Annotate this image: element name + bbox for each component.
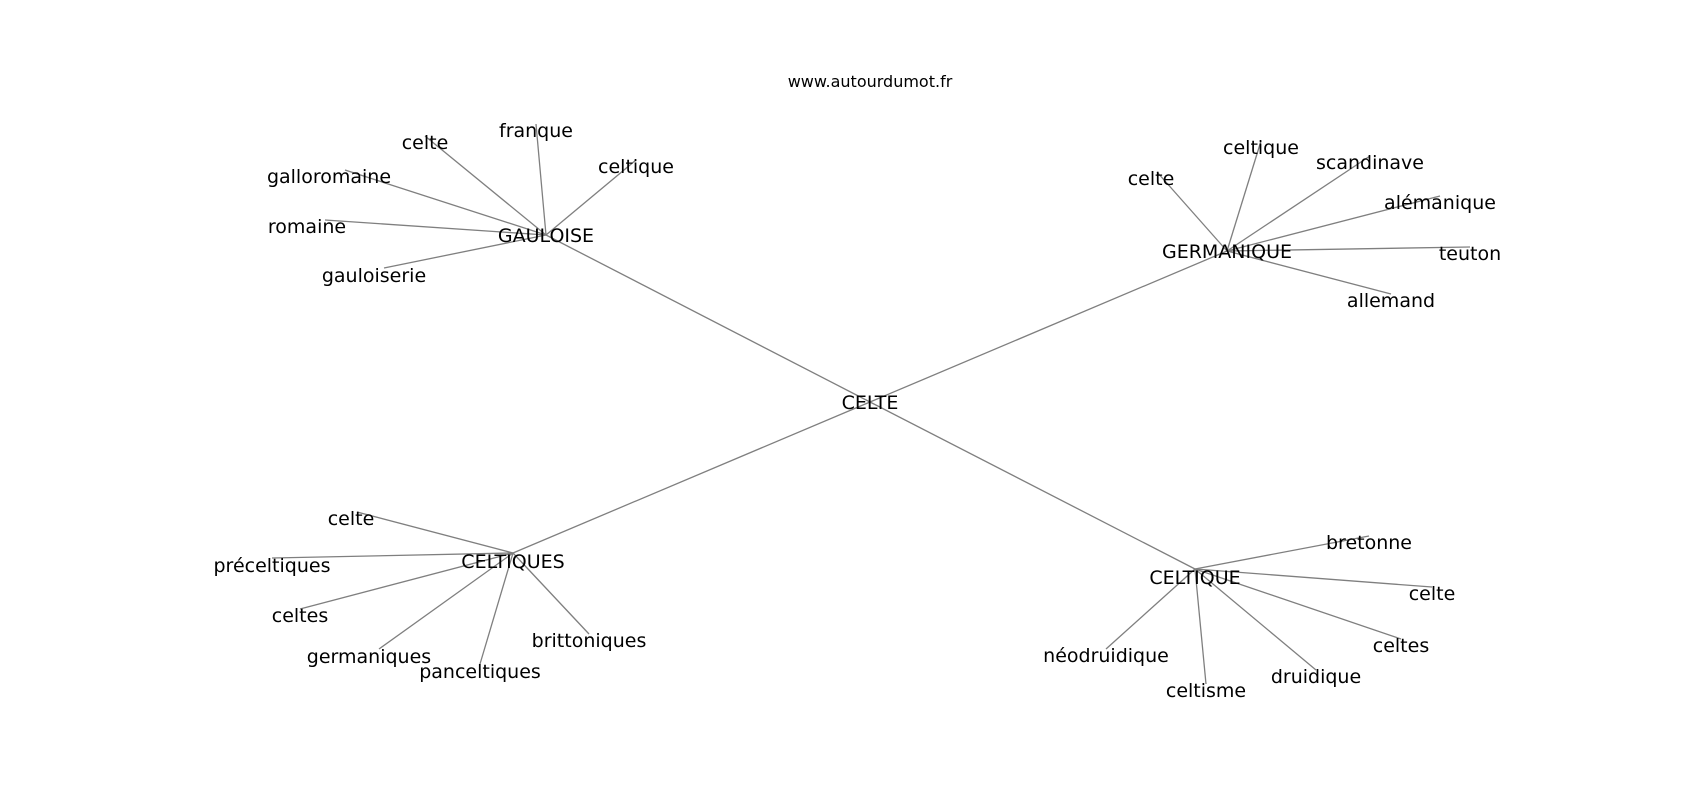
leaf-node: bretonne: [1326, 532, 1412, 554]
leaf-node: néodruidique: [1043, 645, 1169, 667]
leaf-node: gauloiserie: [322, 265, 426, 287]
edge-hub-to-leaf: [1194, 568, 1207, 685]
edge-hub-to-leaf: [1194, 568, 1433, 588]
hub-node: CELTIQUE: [1149, 567, 1240, 589]
edge-center-to-hub: [869, 401, 1196, 570]
leaf-node: franque: [499, 120, 573, 142]
edge-hub-to-leaf: [271, 552, 514, 559]
edge-hub-to-leaf: [1194, 568, 1402, 640]
edge-hub-to-leaf: [1226, 246, 1471, 252]
edge-center-to-hub: [869, 250, 1228, 403]
leaf-node: préceltiques: [214, 555, 331, 577]
center-node: CELTE: [842, 392, 899, 414]
leaf-node: celtique: [1223, 137, 1299, 159]
leaf-node: celtes: [272, 605, 328, 627]
leaf-node: celte: [328, 508, 375, 530]
leaf-node: alémanique: [1384, 192, 1496, 214]
hub-node: GAULOISE: [498, 225, 594, 247]
leaf-node: romaine: [268, 216, 346, 238]
edge-center-to-hub: [545, 234, 871, 403]
edge-hub-to-leaf: [1226, 195, 1441, 252]
edges-layer: [271, 123, 1471, 685]
leaf-node: teuton: [1439, 243, 1501, 265]
edge-hub-to-leaf: [1105, 568, 1196, 650]
leaf-node: celtes: [1373, 635, 1429, 657]
leaf-node: galloromaine: [267, 166, 391, 188]
edge-hub-to-leaf: [344, 169, 547, 236]
edge-hub-to-leaf: [1156, 171, 1228, 252]
edge-hub-to-leaf: [324, 219, 547, 236]
edge-hub-to-leaf: [356, 511, 514, 554]
edge-hub-to-leaf: [535, 123, 547, 236]
edge-hub-to-leaf: [512, 552, 590, 635]
leaf-node: allemand: [1347, 290, 1435, 312]
leaf-node: celte: [402, 132, 449, 154]
leaf-node: brittoniques: [532, 630, 647, 652]
leaf-node: panceltiques: [419, 661, 541, 683]
hub-node: GERMANIQUE: [1162, 241, 1292, 263]
edge-hub-to-leaf: [1226, 250, 1392, 295]
edge-hub-to-leaf: [545, 159, 637, 236]
labels-layer: www.autourdumot.fr CELTE GAULOISE celte fr…: [214, 72, 1502, 702]
edge-hub-to-leaf: [299, 552, 514, 610]
leaf-node: celte: [1128, 168, 1175, 190]
leaf-node: celtisme: [1166, 680, 1246, 702]
leaf-node: druidique: [1271, 666, 1361, 688]
hub-node: CELTIQUES: [461, 551, 564, 573]
edge-hub-to-leaf: [424, 135, 547, 236]
edge-hub-to-leaf: [1194, 535, 1370, 570]
edge-hub-to-leaf: [1226, 140, 1262, 252]
leaf-node: germaniques: [307, 646, 431, 668]
leaf-node: celte: [1409, 583, 1456, 605]
leaf-node: celtique: [598, 156, 674, 178]
edge-hub-to-leaf: [378, 552, 514, 650]
edge-hub-to-leaf: [1226, 155, 1371, 252]
site-url: www.autourdumot.fr: [788, 72, 953, 91]
edge-center-to-hub: [512, 401, 871, 554]
edge-hub-to-leaf: [383, 234, 547, 269]
edge-hub-to-leaf: [479, 552, 514, 665]
edge-hub-to-leaf: [1194, 568, 1317, 671]
leaf-node: scandinave: [1316, 152, 1424, 174]
